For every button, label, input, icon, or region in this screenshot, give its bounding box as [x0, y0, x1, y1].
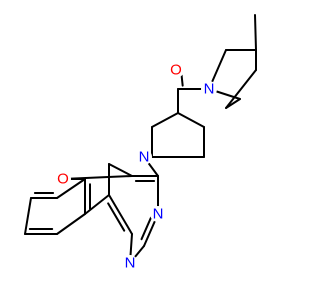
furan-oxygen-atom: O: [55, 171, 71, 188]
piperidine-nitrogen-atom: N: [136, 149, 152, 166]
amide-nitrogen-label: N: [204, 81, 215, 98]
bond: [151, 112, 179, 128]
double-bond-line: [140, 215, 153, 241]
bond: [108, 194, 133, 235]
bond: [225, 98, 241, 109]
amide-nitrogen-atom: N: [201, 81, 217, 98]
bond: [56, 178, 86, 199]
bond: [56, 213, 86, 235]
pyrimidine-n3-atom: N: [150, 206, 166, 223]
bond: [84, 194, 110, 215]
pyrimidine-n1-atom: N: [122, 255, 138, 272]
pyrimidine-n1-label: N: [125, 255, 136, 272]
bond: [177, 112, 205, 128]
bond: [254, 14, 257, 51]
furan-oxygen-label: O: [57, 171, 69, 188]
piperidine-nitrogen-label: N: [139, 149, 150, 166]
bond-layer: [24, 14, 257, 264]
carbonyl-oxygen-atom: O: [168, 62, 184, 79]
atom-label-layer: O N N O N N: [55, 62, 217, 272]
molecule-diagram: O N N O N N: [24, 14, 257, 272]
carbonyl-oxygen-label: O: [170, 62, 182, 79]
bond: [225, 69, 257, 109]
bond: [108, 163, 133, 177]
double-bond-line: [107, 202, 126, 232]
pyrimidine-n3-label: N: [153, 206, 164, 223]
bond: [24, 197, 32, 235]
